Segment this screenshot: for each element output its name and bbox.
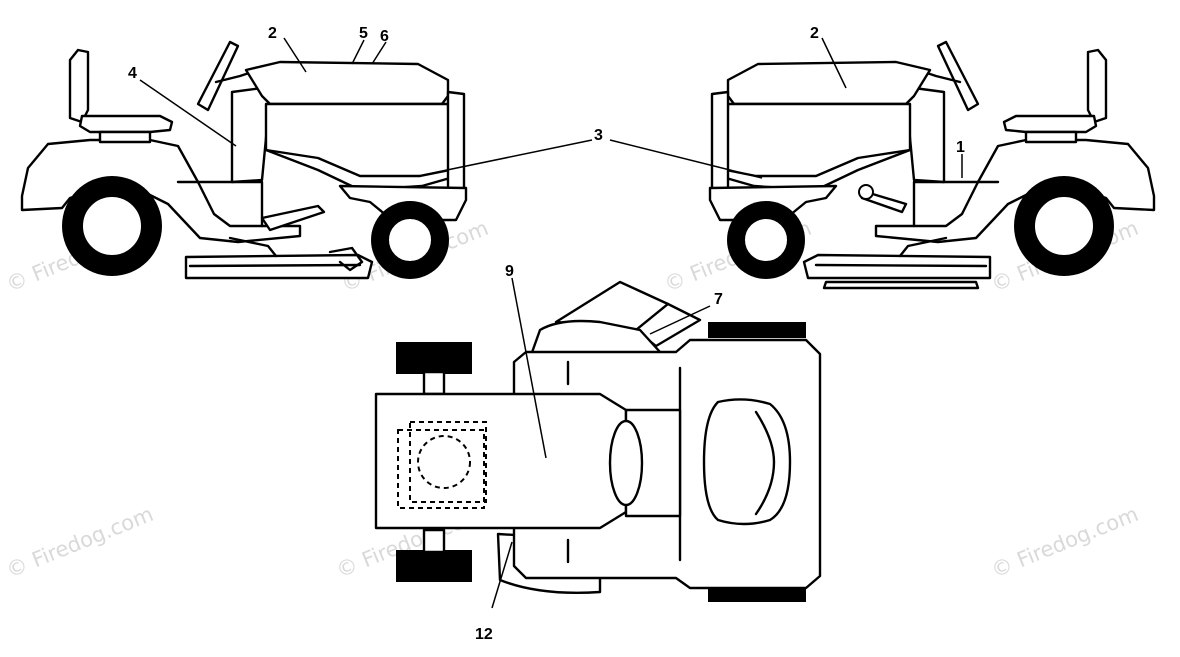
rear-wheel-top	[396, 342, 472, 374]
callout-4: 4	[128, 65, 137, 82]
watermark: © Firedog.com	[988, 502, 1142, 583]
rear-wheel-top	[396, 550, 472, 582]
callout-9: 9	[505, 263, 514, 280]
callout-5: 5	[359, 25, 368, 42]
front-wheel-top	[708, 322, 806, 338]
front-wheel-top	[708, 586, 806, 602]
callout-2-right: 2	[810, 25, 819, 42]
hood-top	[702, 398, 792, 526]
callout-6: 6	[380, 28, 389, 45]
tractor-side-view-left: 4 2 5 6	[20, 25, 593, 280]
callout-3: 3	[594, 127, 603, 144]
seat	[68, 48, 90, 124]
hood	[244, 60, 450, 106]
callout-1: 1	[956, 139, 965, 156]
right-view-callouts: 2 3 1	[594, 25, 965, 179]
tractor-top-view: 9 7 12	[374, 263, 822, 643]
callout-12: 12	[475, 626, 493, 643]
callout-7: 7	[714, 291, 723, 308]
callout-2-left: 2	[268, 25, 277, 42]
tractor-side-view-right	[708, 40, 1156, 290]
engine-panel	[264, 102, 452, 192]
steering-wheel	[196, 40, 240, 112]
watermark: © Firedog.com	[3, 502, 157, 583]
